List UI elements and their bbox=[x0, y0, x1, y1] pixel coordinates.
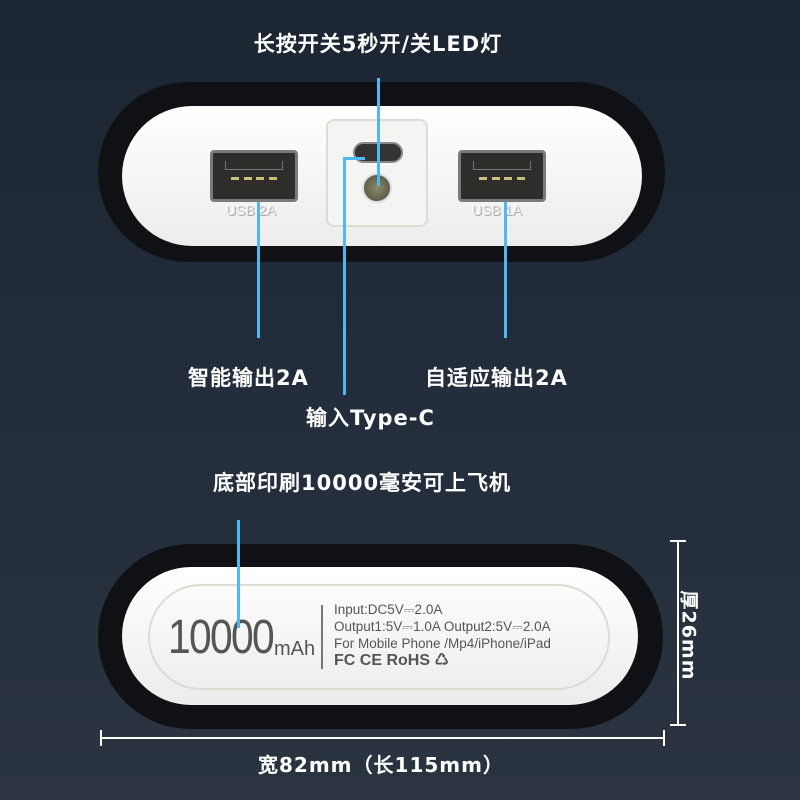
thickness-tick-top bbox=[670, 540, 686, 542]
power-button-label: 长按开关5秒开/关LED灯 bbox=[253, 32, 503, 56]
label-divider bbox=[321, 605, 323, 669]
callout-line-print bbox=[237, 520, 240, 628]
label-border bbox=[148, 584, 610, 690]
usb-port-right-engraving: USB 1A bbox=[472, 202, 522, 218]
spec-certifications: FC CE RoHS ♺ bbox=[334, 652, 449, 669]
width-dimension-line bbox=[100, 737, 665, 739]
usb-port-right bbox=[458, 150, 546, 202]
callout-line-typec-v bbox=[343, 157, 346, 395]
thickness-dimension-line bbox=[677, 540, 679, 726]
power-bank-bottom-face bbox=[122, 567, 638, 705]
width-label: 宽82mm（长115mm） bbox=[258, 753, 504, 777]
callout-line-right-usb bbox=[504, 202, 507, 338]
spec-block: Input:DC5V⎓2.0A Output1:5V⎓1.0A Output2:… bbox=[334, 601, 551, 669]
width-tick-right bbox=[663, 730, 665, 746]
callout-line-left-usb bbox=[257, 202, 260, 338]
left-port-label: 智能输出2A bbox=[188, 366, 309, 390]
spec-output: Output1:5V⎓1.0A Output2:5V⎓2.0A bbox=[334, 619, 551, 634]
usb-port-left-engraving: USB 2A bbox=[226, 202, 276, 218]
bottom-print-label: 底部印刷10000毫安可上飞机 bbox=[213, 471, 512, 495]
typec-label: 输入Type-C bbox=[306, 406, 435, 430]
capacity-unit: mAh bbox=[274, 638, 316, 660]
thickness-tick-bottom bbox=[670, 724, 686, 726]
thickness-label: 厚26mm bbox=[677, 590, 700, 681]
callout-line-typec-h bbox=[343, 157, 365, 160]
width-tick-left bbox=[100, 730, 102, 746]
right-port-label: 自适应输出2A bbox=[425, 366, 568, 390]
capacity-number: 10000 bbox=[168, 611, 275, 664]
callout-line-power bbox=[377, 78, 380, 186]
usb-port-left bbox=[210, 150, 298, 202]
spec-input: Input:DC5V⎓2.0A bbox=[334, 602, 443, 617]
spec-compat: For Mobile Phone /Mp4/iPhone/iPad bbox=[334, 636, 551, 651]
